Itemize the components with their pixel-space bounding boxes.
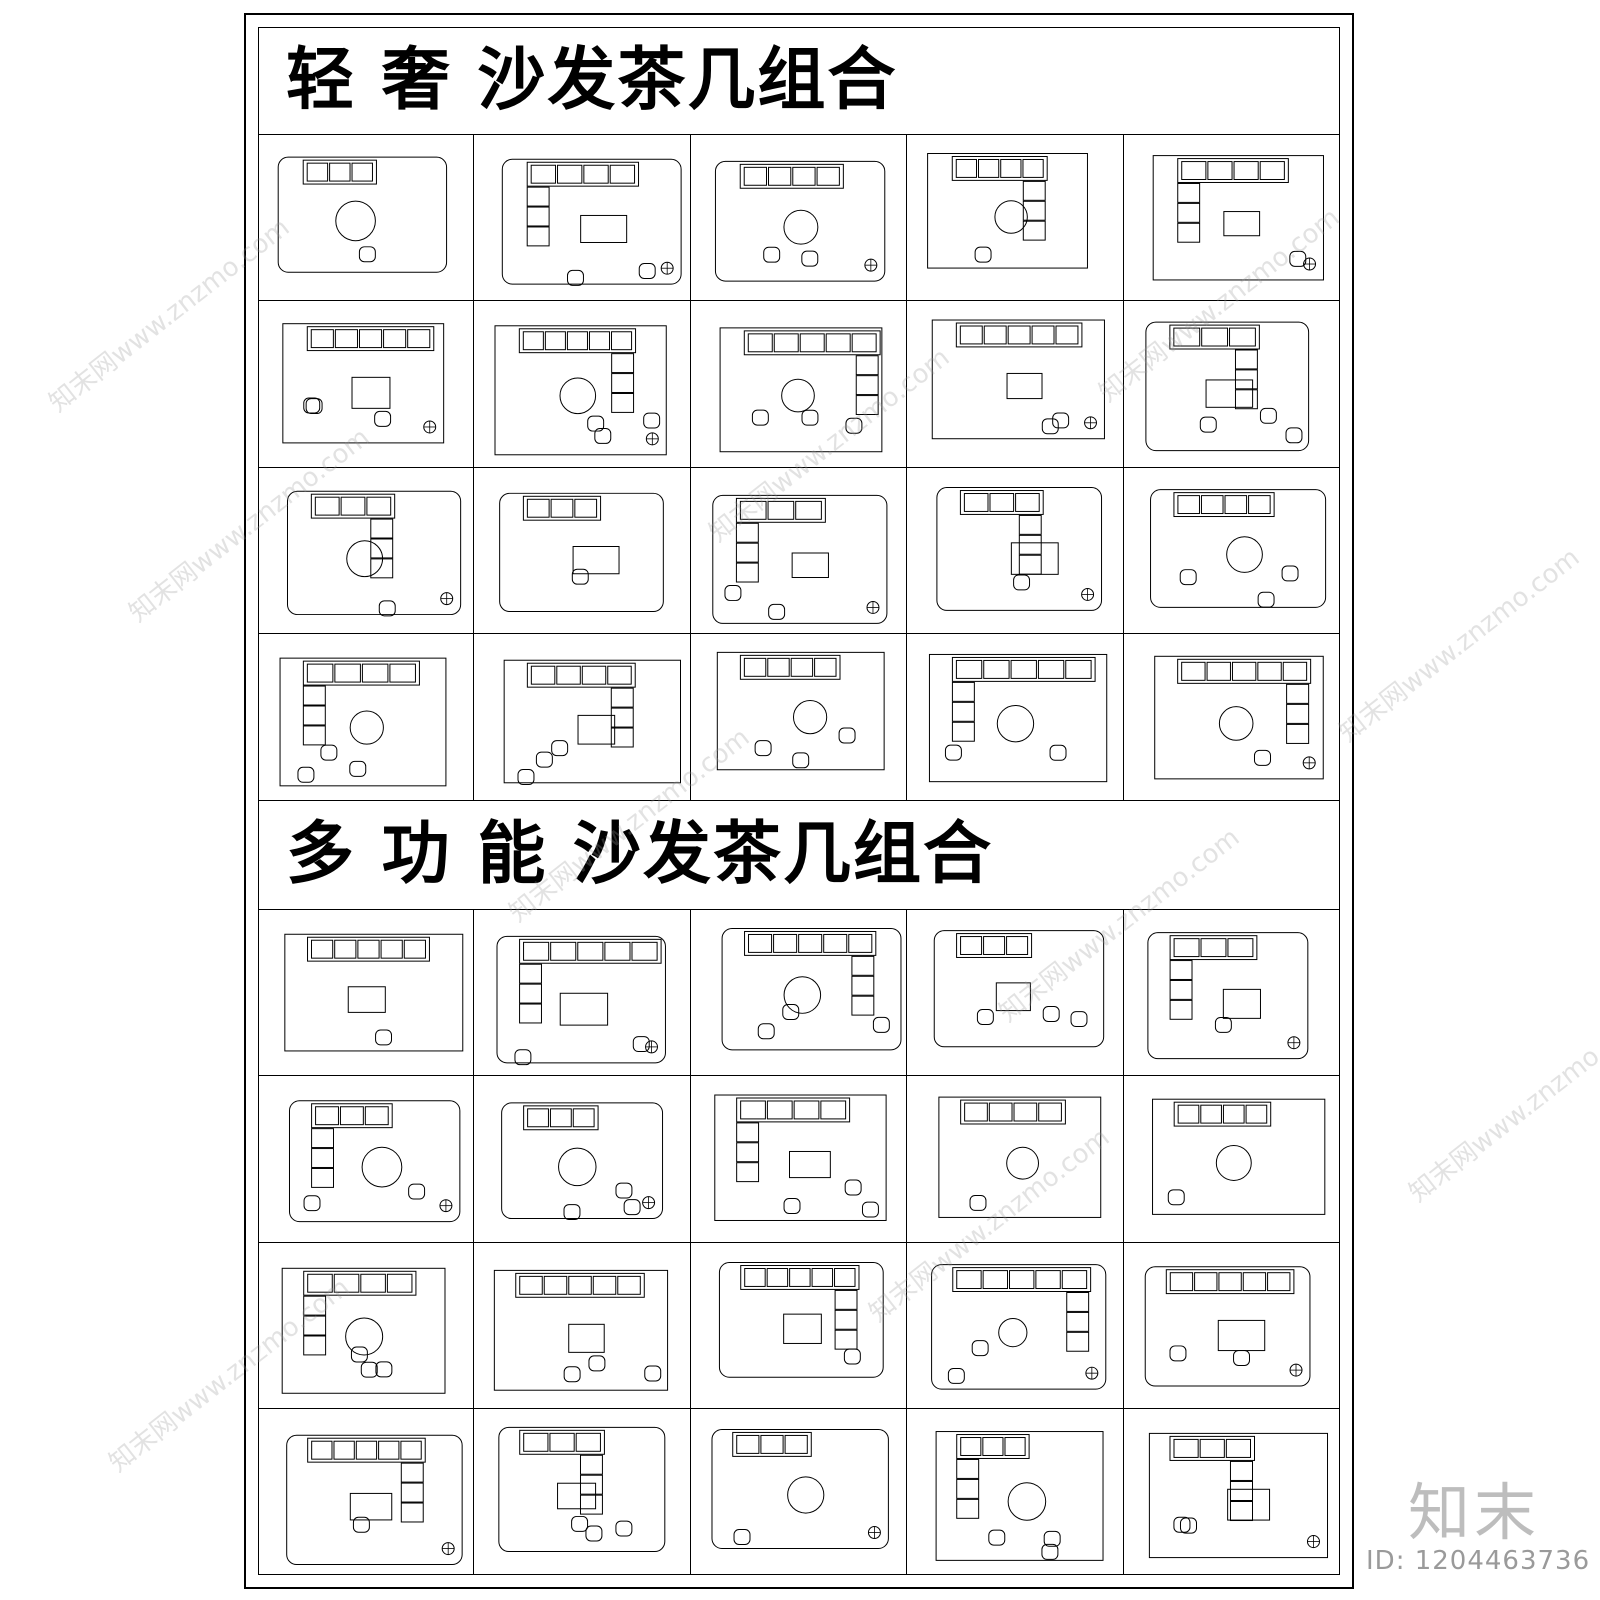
sofa-plan-cell [258,467,475,634]
sofa-plan-cell [690,1076,908,1243]
brand-logo: 知末 [1408,1476,1541,1549]
sofa-plan-cell [1123,301,1340,468]
sofa-plan-cell [907,1076,1124,1243]
section-header-light-luxury: 轻 奢 沙发茶几组合 [258,27,1340,135]
drawing-sheet-border [244,13,1354,1589]
sofa-plan-cell [907,1242,1124,1409]
sofa-plan-cell [690,910,908,1077]
sofa-plan-cell [474,467,691,634]
sofa-plan-cell [474,910,691,1077]
sofa-plan-cell [474,1242,691,1409]
sofa-plan-cell [691,633,908,800]
multifunction-sofa-grid [258,910,1340,1575]
sofa-plan-cell [474,135,691,302]
section-title: 多 功 能 沙发茶几组合 [286,815,994,894]
sofa-plan-cell [907,135,1124,302]
sofa-plan-cell [690,1242,908,1409]
sofa-plan-cell [474,633,691,800]
watermark-text: 知末网www.znzmo.com [1403,1002,1600,1209]
sofa-plan-cell [907,467,1124,634]
watermark-text: 知末网www.znzmo.com [1333,542,1586,749]
sofa-plan-cell [907,910,1124,1077]
sofa-plan-cell [1124,634,1340,800]
section-title: 轻 奢 沙发茶几组合 [286,41,898,120]
sofa-plan-cell [1124,1409,1340,1575]
sofa-plan-cell [1123,135,1340,302]
sofa-plan-cell [258,1076,475,1243]
sofa-plan-cell [474,1076,691,1243]
sofa-plan-cell [258,135,475,302]
sofa-plan-cell [690,135,908,302]
sofa-plan-cell [690,301,908,468]
sofa-plan-cell [1123,910,1340,1077]
sofa-plan-cell [474,301,691,468]
sofa-plan-cell [258,910,475,1077]
sofa-plan-cell [258,633,475,800]
sofa-plan-cell [907,633,1124,800]
sofa-plan-cell [1123,468,1340,634]
sofa-plan-cell [474,1408,691,1575]
sofa-plan-cell [258,1242,475,1409]
drawing-inner-frame [258,27,1340,1575]
sofa-plan-cell [907,301,1124,468]
sofa-plan-cell [1123,1076,1340,1243]
light-luxury-sofa-grid [258,135,1340,800]
sofa-plan-cell [690,467,908,634]
sofa-plan-cell [691,1408,908,1575]
sofa-plan-cell [258,1408,475,1575]
section-header-multifunction: 多 功 能 沙发茶几组合 [258,800,1340,910]
sofa-plan-cell [907,1408,1124,1575]
sofa-plan-cell [258,301,475,468]
image-id-label: ID: 1204463736 [1366,1546,1591,1576]
sofa-plan-cell [1123,1243,1340,1409]
